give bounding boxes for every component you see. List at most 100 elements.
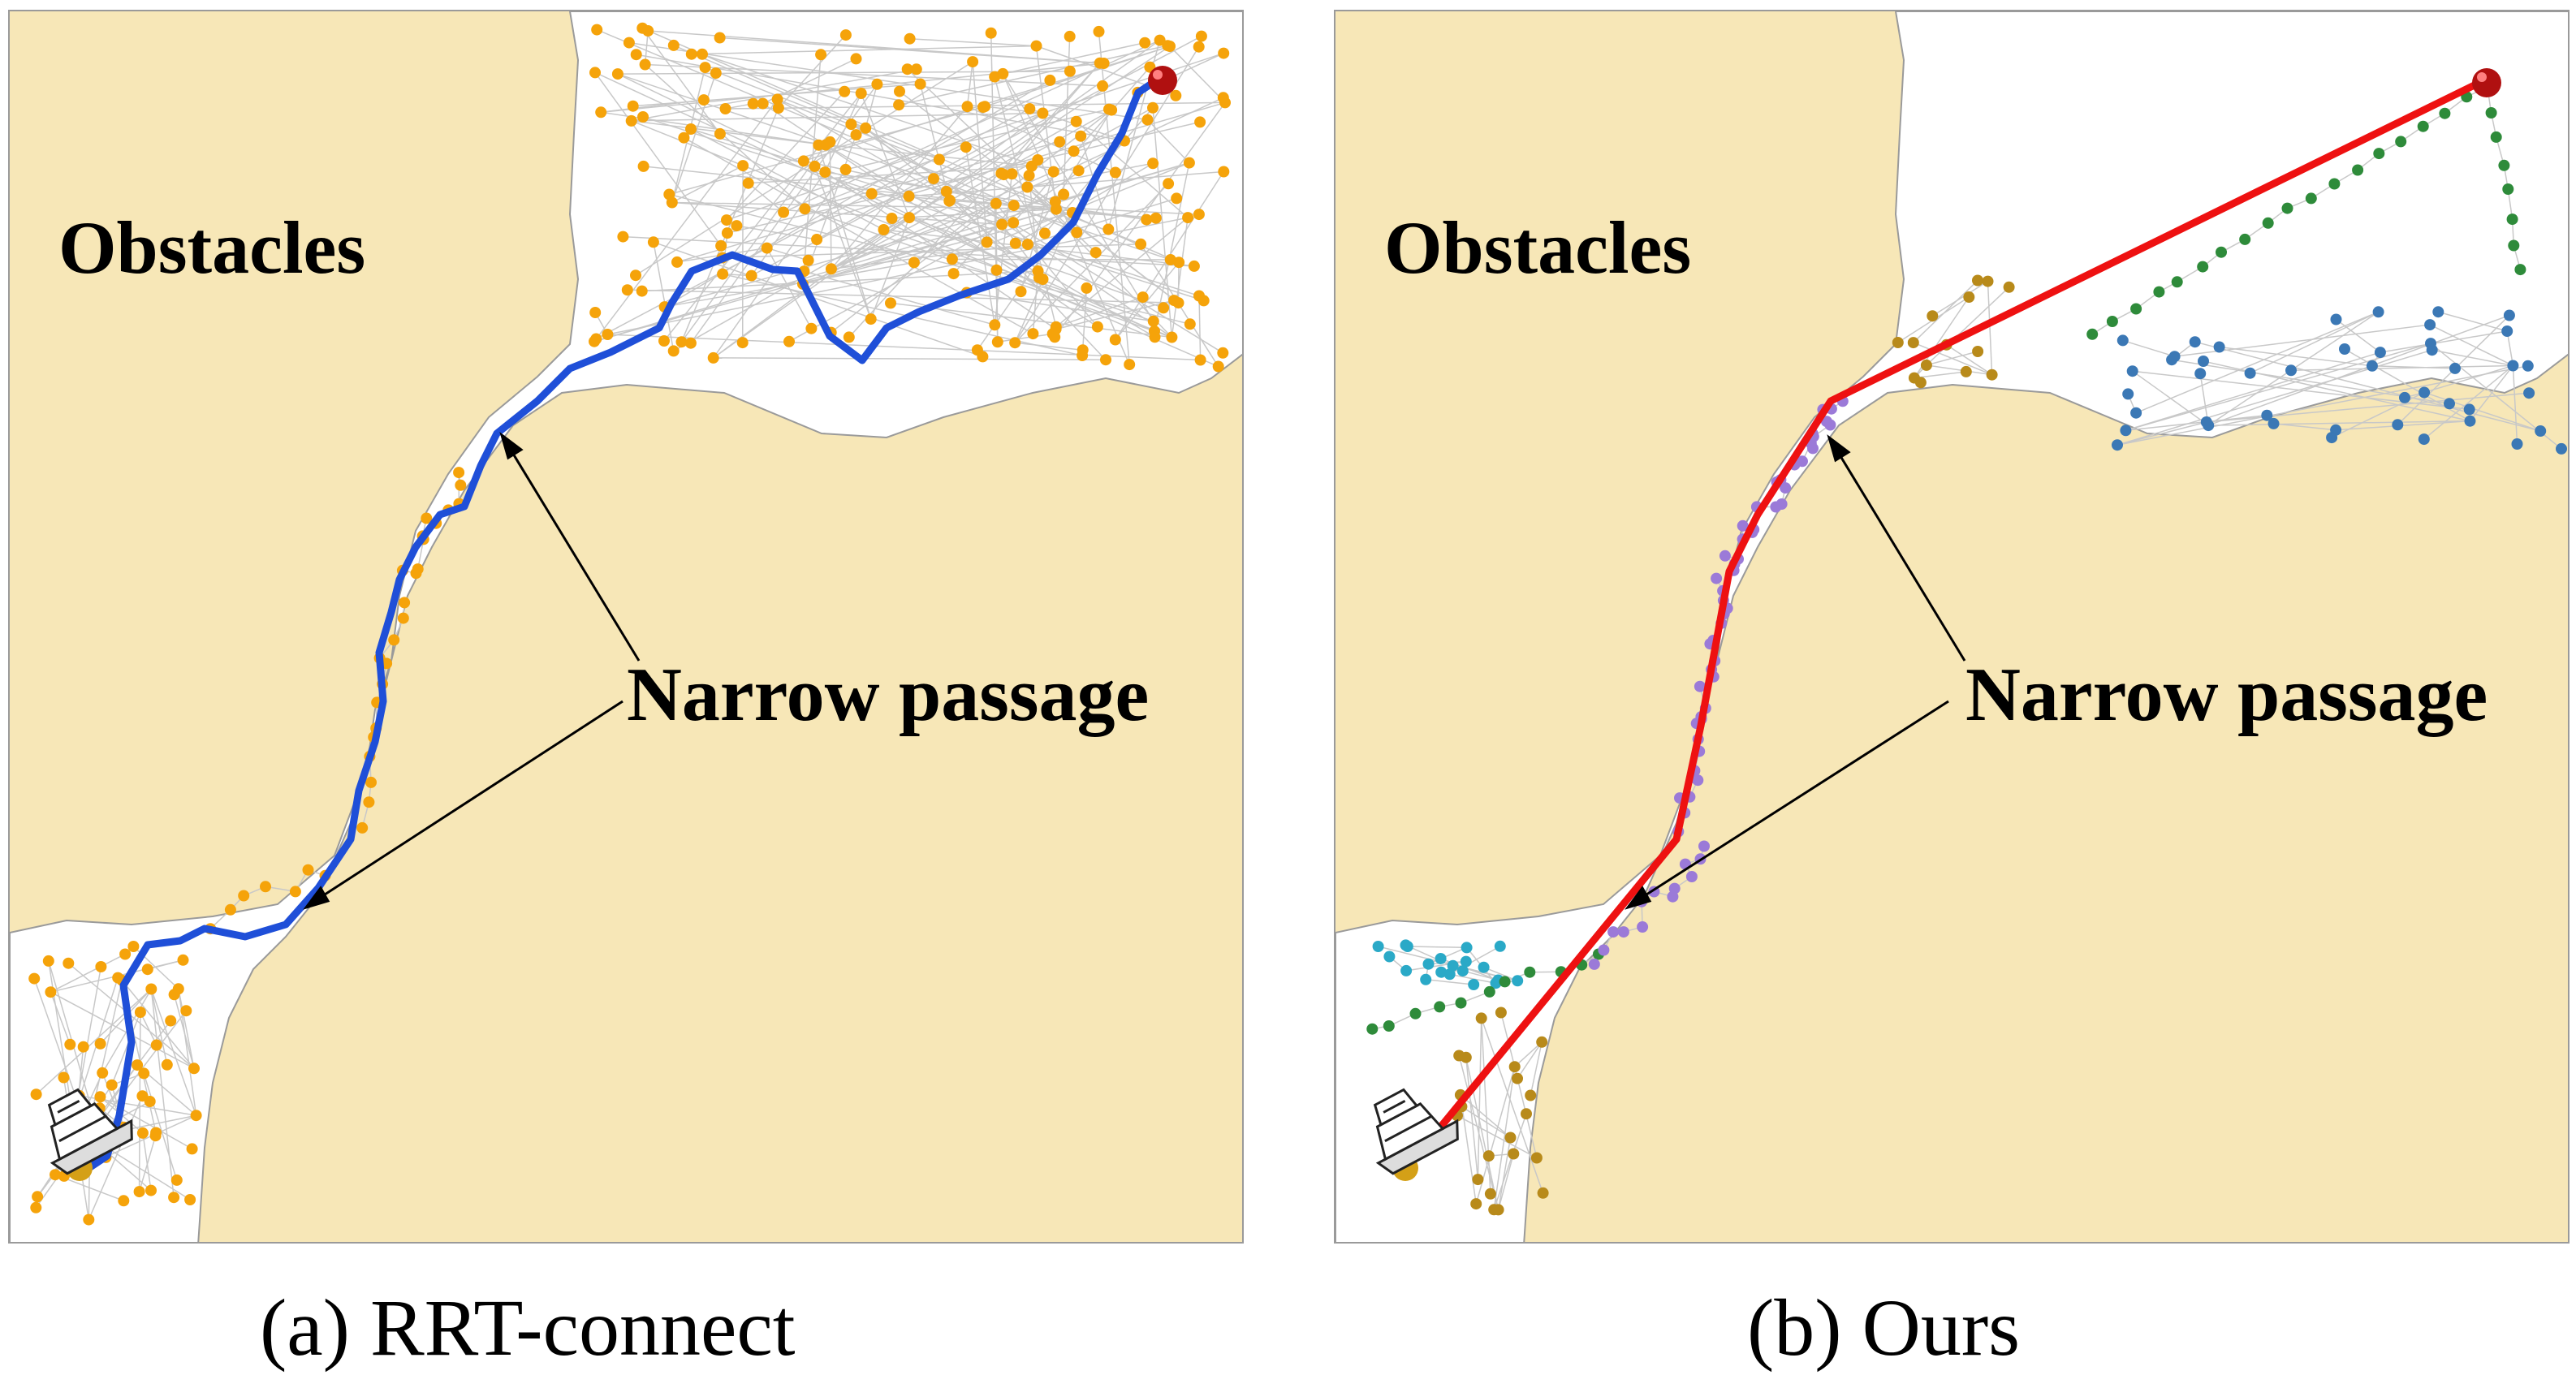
graph-edge (628, 41, 1148, 121)
sample-node (928, 173, 939, 185)
sample-node (180, 1005, 192, 1017)
sample-node (1150, 212, 1162, 224)
sample-node (1907, 337, 1919, 349)
sample-node (1212, 360, 1224, 373)
sample-node (2556, 442, 2567, 455)
sample-node (630, 269, 641, 282)
sample-node (1009, 337, 1021, 349)
path-ours (1404, 76, 2486, 1170)
sample-node (839, 163, 852, 175)
graph-edge (2512, 365, 2518, 445)
sample-node (365, 776, 377, 788)
graph-edge (178, 989, 195, 1069)
graph-edge (997, 333, 1053, 343)
sample-node (1049, 196, 1061, 208)
sample-node (132, 1059, 144, 1071)
sample-node (1141, 114, 1154, 126)
graph-edge (1465, 1057, 1499, 1210)
sample-node (186, 1143, 198, 1155)
graph-edge (673, 45, 866, 129)
graph-edge (150, 989, 197, 1116)
graph-edge (601, 63, 1104, 114)
graph-edge (1027, 197, 1177, 245)
sample-node (663, 188, 675, 200)
graph-edge (595, 108, 1030, 340)
narrow-passage-label: Narrow passage (1965, 653, 2488, 737)
graph-edge (2125, 414, 2267, 432)
sample-node (2168, 351, 2181, 363)
graph-edge (766, 248, 813, 330)
graph-edge (138, 1136, 157, 1192)
graph-edge (865, 84, 878, 129)
sample-node (1103, 103, 1115, 115)
graph-edge (642, 116, 1200, 297)
sample-node (2086, 328, 2099, 340)
sample-node (2130, 407, 2142, 419)
sample-node (2120, 425, 2132, 437)
sample-node (2153, 286, 2165, 298)
sample-node (1719, 550, 1731, 562)
sample-node (2511, 438, 2523, 450)
sample-node (589, 67, 601, 79)
sample-node (2424, 319, 2436, 331)
graph-edge (713, 112, 1043, 359)
graph-edge (1003, 41, 1146, 75)
sample-node (811, 234, 823, 245)
sample-node (112, 972, 124, 984)
graph-edge (1012, 67, 1150, 223)
sample-node (778, 206, 790, 218)
sample-node (1072, 165, 1085, 177)
sample-node (1694, 680, 1706, 692)
sample-node (1504, 1132, 1517, 1144)
sample-node (1488, 1204, 1500, 1216)
sample-node (745, 269, 757, 282)
sample-node (1422, 958, 1435, 970)
graph-edge (1055, 217, 1189, 328)
sample-node (997, 67, 1009, 80)
graph-edge (1530, 1041, 1543, 1096)
graph-edge (1027, 244, 1204, 302)
graph-edge (669, 193, 1190, 325)
sample-node (2239, 233, 2251, 245)
sample-node (611, 68, 624, 80)
sample-node (1163, 178, 1175, 190)
sample-node (742, 177, 754, 189)
graph-edge (1926, 364, 1992, 376)
map-canvas-a (10, 11, 1242, 1242)
graph-edge (1449, 973, 1496, 984)
sample-node (2189, 336, 2201, 348)
graph-edge (2506, 330, 2514, 366)
sample-node (799, 203, 811, 215)
sample-node (97, 1067, 109, 1079)
sample-node (990, 197, 1002, 209)
sample-node (1468, 979, 1480, 990)
sample-node (63, 957, 75, 969)
sample-node (699, 62, 711, 74)
graph-edge (1465, 1057, 1479, 1180)
graph-edge (593, 98, 779, 343)
graph-edge (2371, 365, 2456, 369)
sample-node (1685, 871, 1698, 882)
graph-edge (824, 171, 1057, 330)
sample-node (1075, 130, 1087, 142)
graph-edge (972, 62, 988, 243)
sample-node (591, 24, 603, 36)
graph-edge (1063, 36, 1071, 195)
sample-node (2498, 159, 2510, 171)
graph-edge (1460, 1094, 1477, 1205)
sample-node (658, 335, 670, 347)
sample-node (1064, 30, 1076, 42)
sample-node (719, 103, 731, 114)
sample-node (865, 188, 878, 200)
sample-node (2502, 183, 2514, 195)
sample-node (2194, 368, 2207, 380)
sample-node (1409, 1007, 1422, 1019)
graph-edge (2206, 392, 2530, 423)
sample-node (30, 1201, 42, 1213)
sample-node (2339, 343, 2350, 355)
sample-node (1420, 973, 1432, 985)
sample-node (1461, 942, 1473, 954)
sample-node (1530, 1152, 1543, 1164)
sample-node (1524, 966, 1536, 978)
sample-node (2464, 415, 2476, 427)
